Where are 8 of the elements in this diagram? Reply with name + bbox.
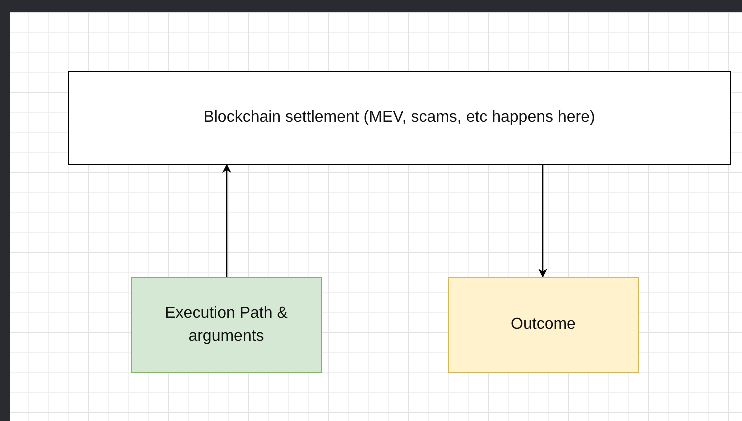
node-label: Outcome [510, 315, 577, 336]
node-label: Execution Path & arguments [164, 304, 289, 347]
arrow [222, 164, 232, 277]
node-label: Blockchain settlement (MEV, scams, etc happens here) [202, 108, 596, 128]
arrow [538, 165, 548, 278]
process-box [68, 71, 731, 165]
process-box [131, 277, 322, 373]
process-box [448, 277, 639, 373]
